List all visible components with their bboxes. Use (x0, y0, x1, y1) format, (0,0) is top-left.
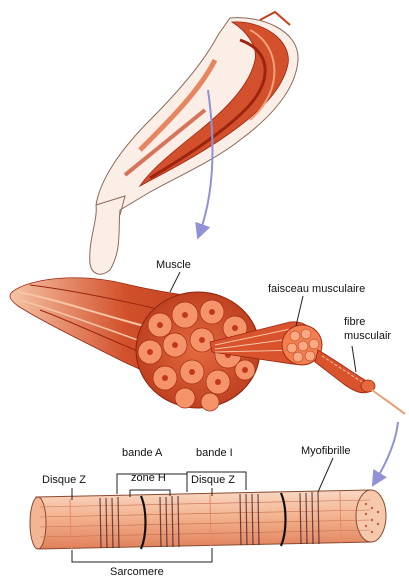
label-myofibril: Myofibrille (301, 445, 351, 458)
zoom-arrow-fibril (376, 422, 398, 480)
label-fiber-line1: fibre (344, 316, 365, 329)
label-band-a: bande A (122, 447, 162, 460)
label-band-i: bande I (196, 447, 233, 460)
label-z-disc-left: Disque Z (42, 474, 86, 487)
fiber-illustration (315, 350, 405, 414)
arm-illustration (90, 12, 298, 274)
myofibril-illustration (30, 490, 386, 549)
label-z-disc-right: Disque Z (191, 474, 235, 487)
label-muscle: Muscle (156, 259, 191, 272)
label-fiber-line2: musculair (344, 330, 391, 343)
label-fascicle: faisceau musculaire (268, 283, 365, 296)
label-sarcomere: Sarcomere (110, 566, 164, 579)
label-zone-h: zone H (131, 472, 166, 485)
